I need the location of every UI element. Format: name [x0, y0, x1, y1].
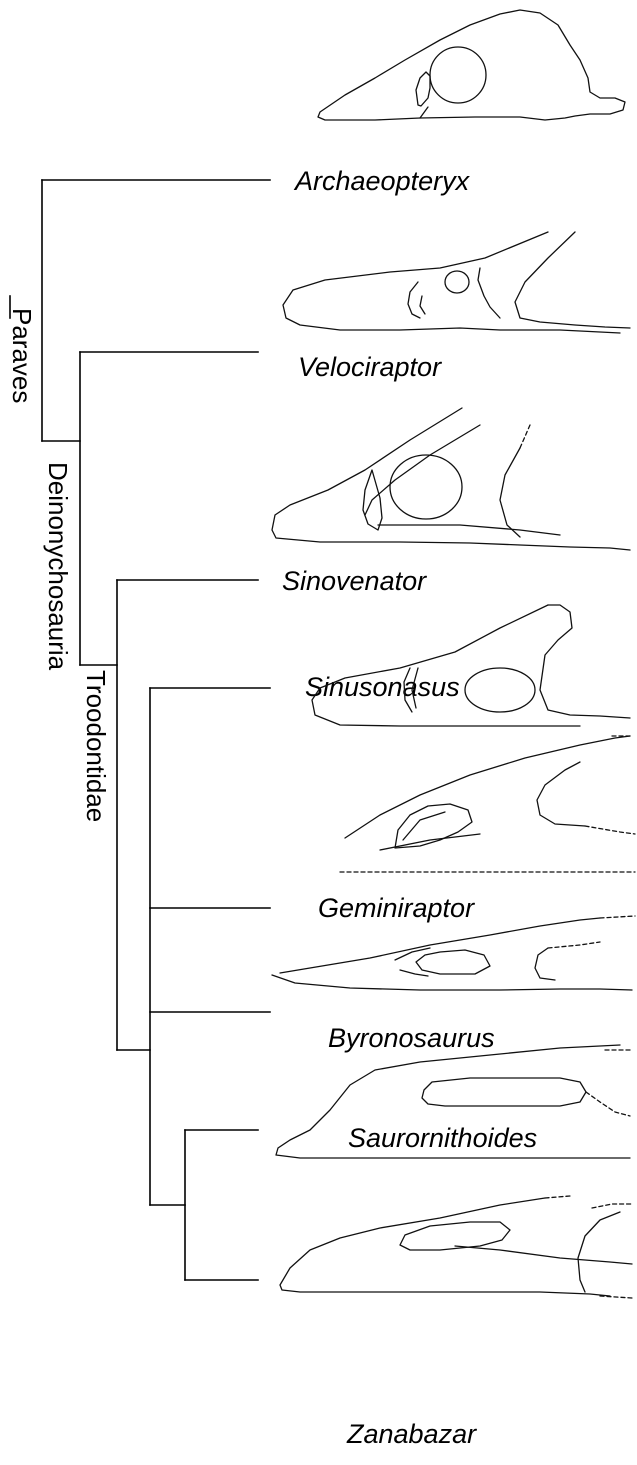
taxon-label-geminiraptor: Geminiraptor	[318, 893, 475, 923]
taxon-label-sinusonasus: Sinusonasus	[305, 672, 460, 702]
skull-geminiraptor	[340, 736, 635, 872]
skull-zanabazar	[280, 1196, 632, 1298]
taxon-label-zanabazar: Zanabazar	[346, 1419, 477, 1449]
clade-labels: Paraves Deinonychosauria Troodontidae	[7, 308, 111, 822]
taxon-label-saurornithoides: Saurornithoides	[348, 1123, 537, 1153]
clade-label-troodontidae: Troodontidae	[81, 670, 111, 822]
taxon-label-sinovenator: Sinovenator	[282, 566, 427, 596]
clade-label-paraves: Paraves	[7, 308, 37, 403]
skull-velociraptor	[283, 232, 630, 333]
tree-branches	[10, 180, 270, 1280]
taxon-label-byronosaurus: Byronosaurus	[328, 1023, 495, 1053]
skull-sinusonasus	[312, 605, 630, 726]
taxon-label-velociraptor: Velociraptor	[298, 352, 442, 382]
skull-archaeopteryx	[318, 10, 625, 120]
clade-label-deinonychosauria: Deinonychosauria	[43, 462, 73, 671]
taxon-label-archaeopteryx: Archaeopteryx	[293, 166, 471, 196]
skull-sinovenator	[272, 408, 630, 550]
skull-byronosaurus	[272, 916, 635, 990]
taxon-labels: Archaeopteryx Velociraptor Sinovenator S…	[282, 166, 537, 1449]
